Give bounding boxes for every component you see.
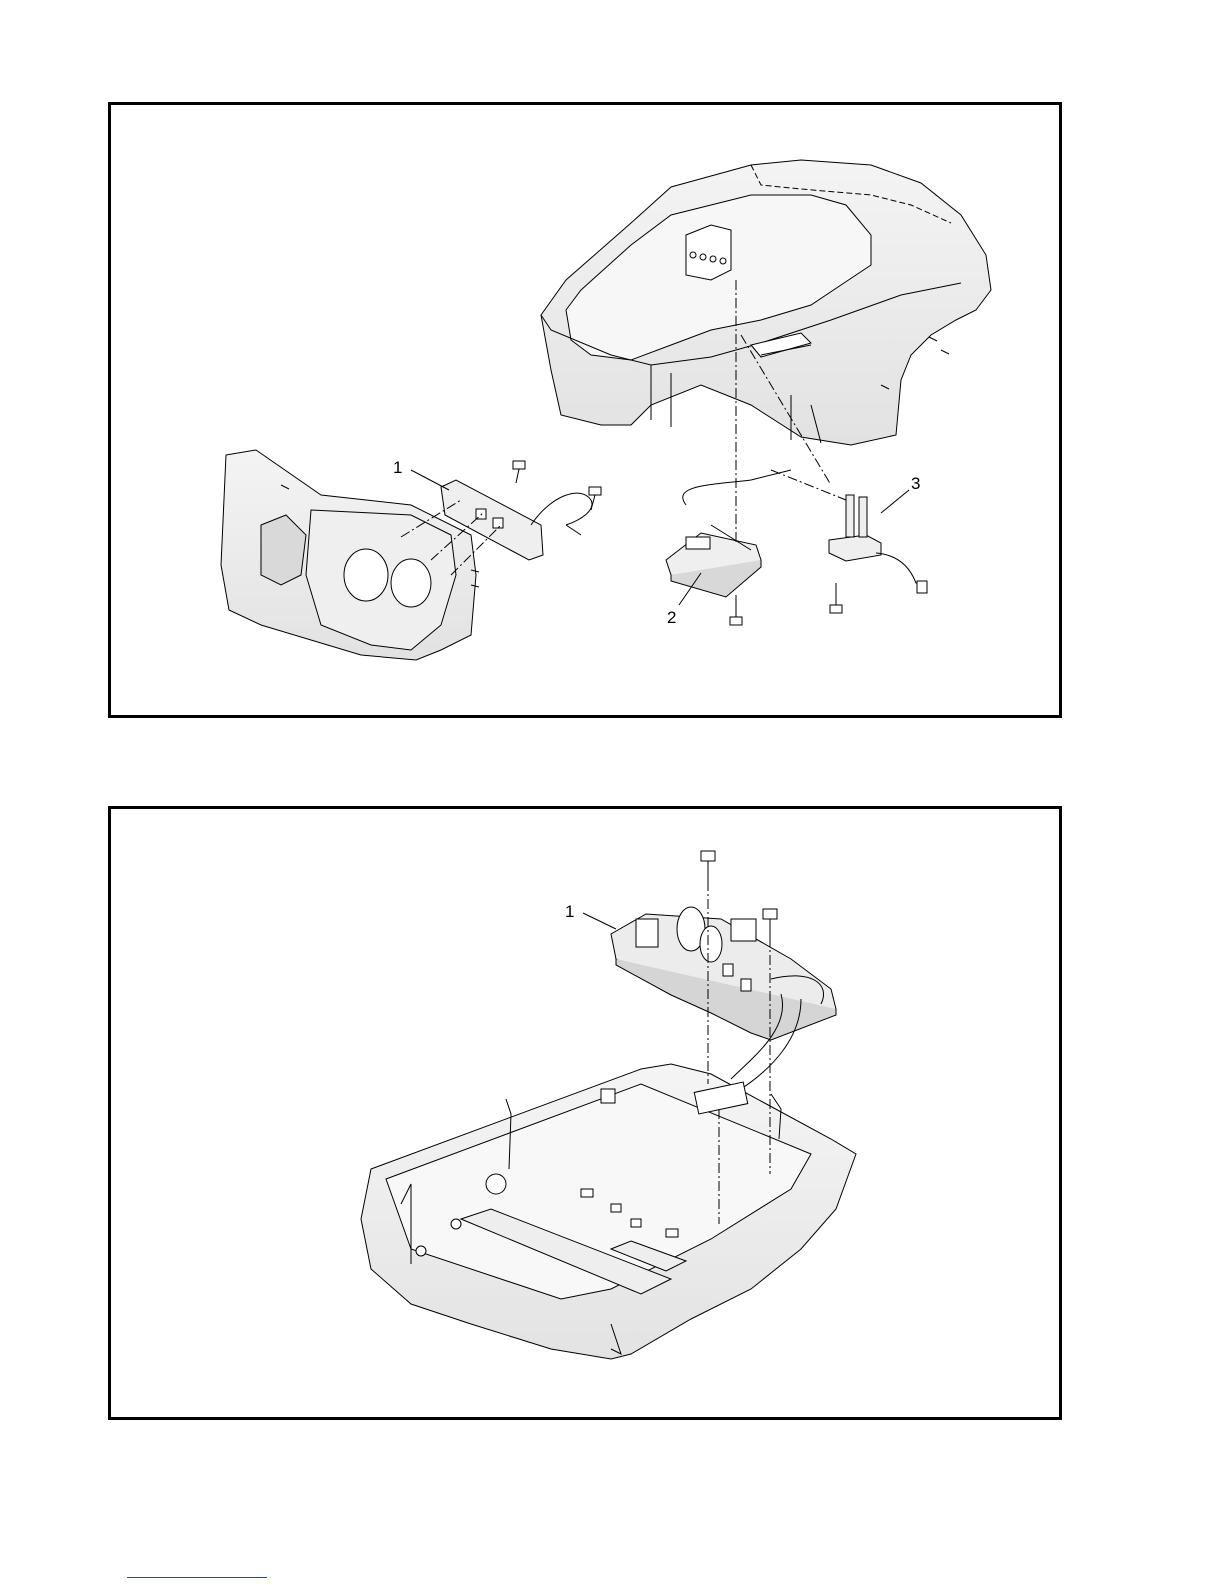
exploded-view-drawing-top: 1 2 3 — [111, 105, 1059, 715]
exploded-view-drawing-bottom: 1 — [111, 809, 1059, 1417]
sensor-board-part-2 — [666, 470, 791, 597]
exploded-view-panel-bottom: 1 — [108, 806, 1062, 1420]
callout-label: 3 — [911, 474, 920, 493]
base-tray — [361, 1064, 856, 1359]
callout-group: 1 — [565, 902, 616, 929]
callout-label: 1 — [393, 458, 402, 477]
front-cover — [221, 450, 479, 660]
screw — [730, 583, 842, 625]
callout-label: 2 — [667, 608, 676, 627]
footer-link-underline — [127, 1577, 267, 1578]
screw — [513, 461, 601, 510]
bracket-part-3 — [829, 495, 927, 593]
main-housing — [541, 160, 991, 445]
exploded-view-panel-top: 1 2 3 — [108, 102, 1062, 718]
callout-label: 1 — [565, 902, 574, 921]
